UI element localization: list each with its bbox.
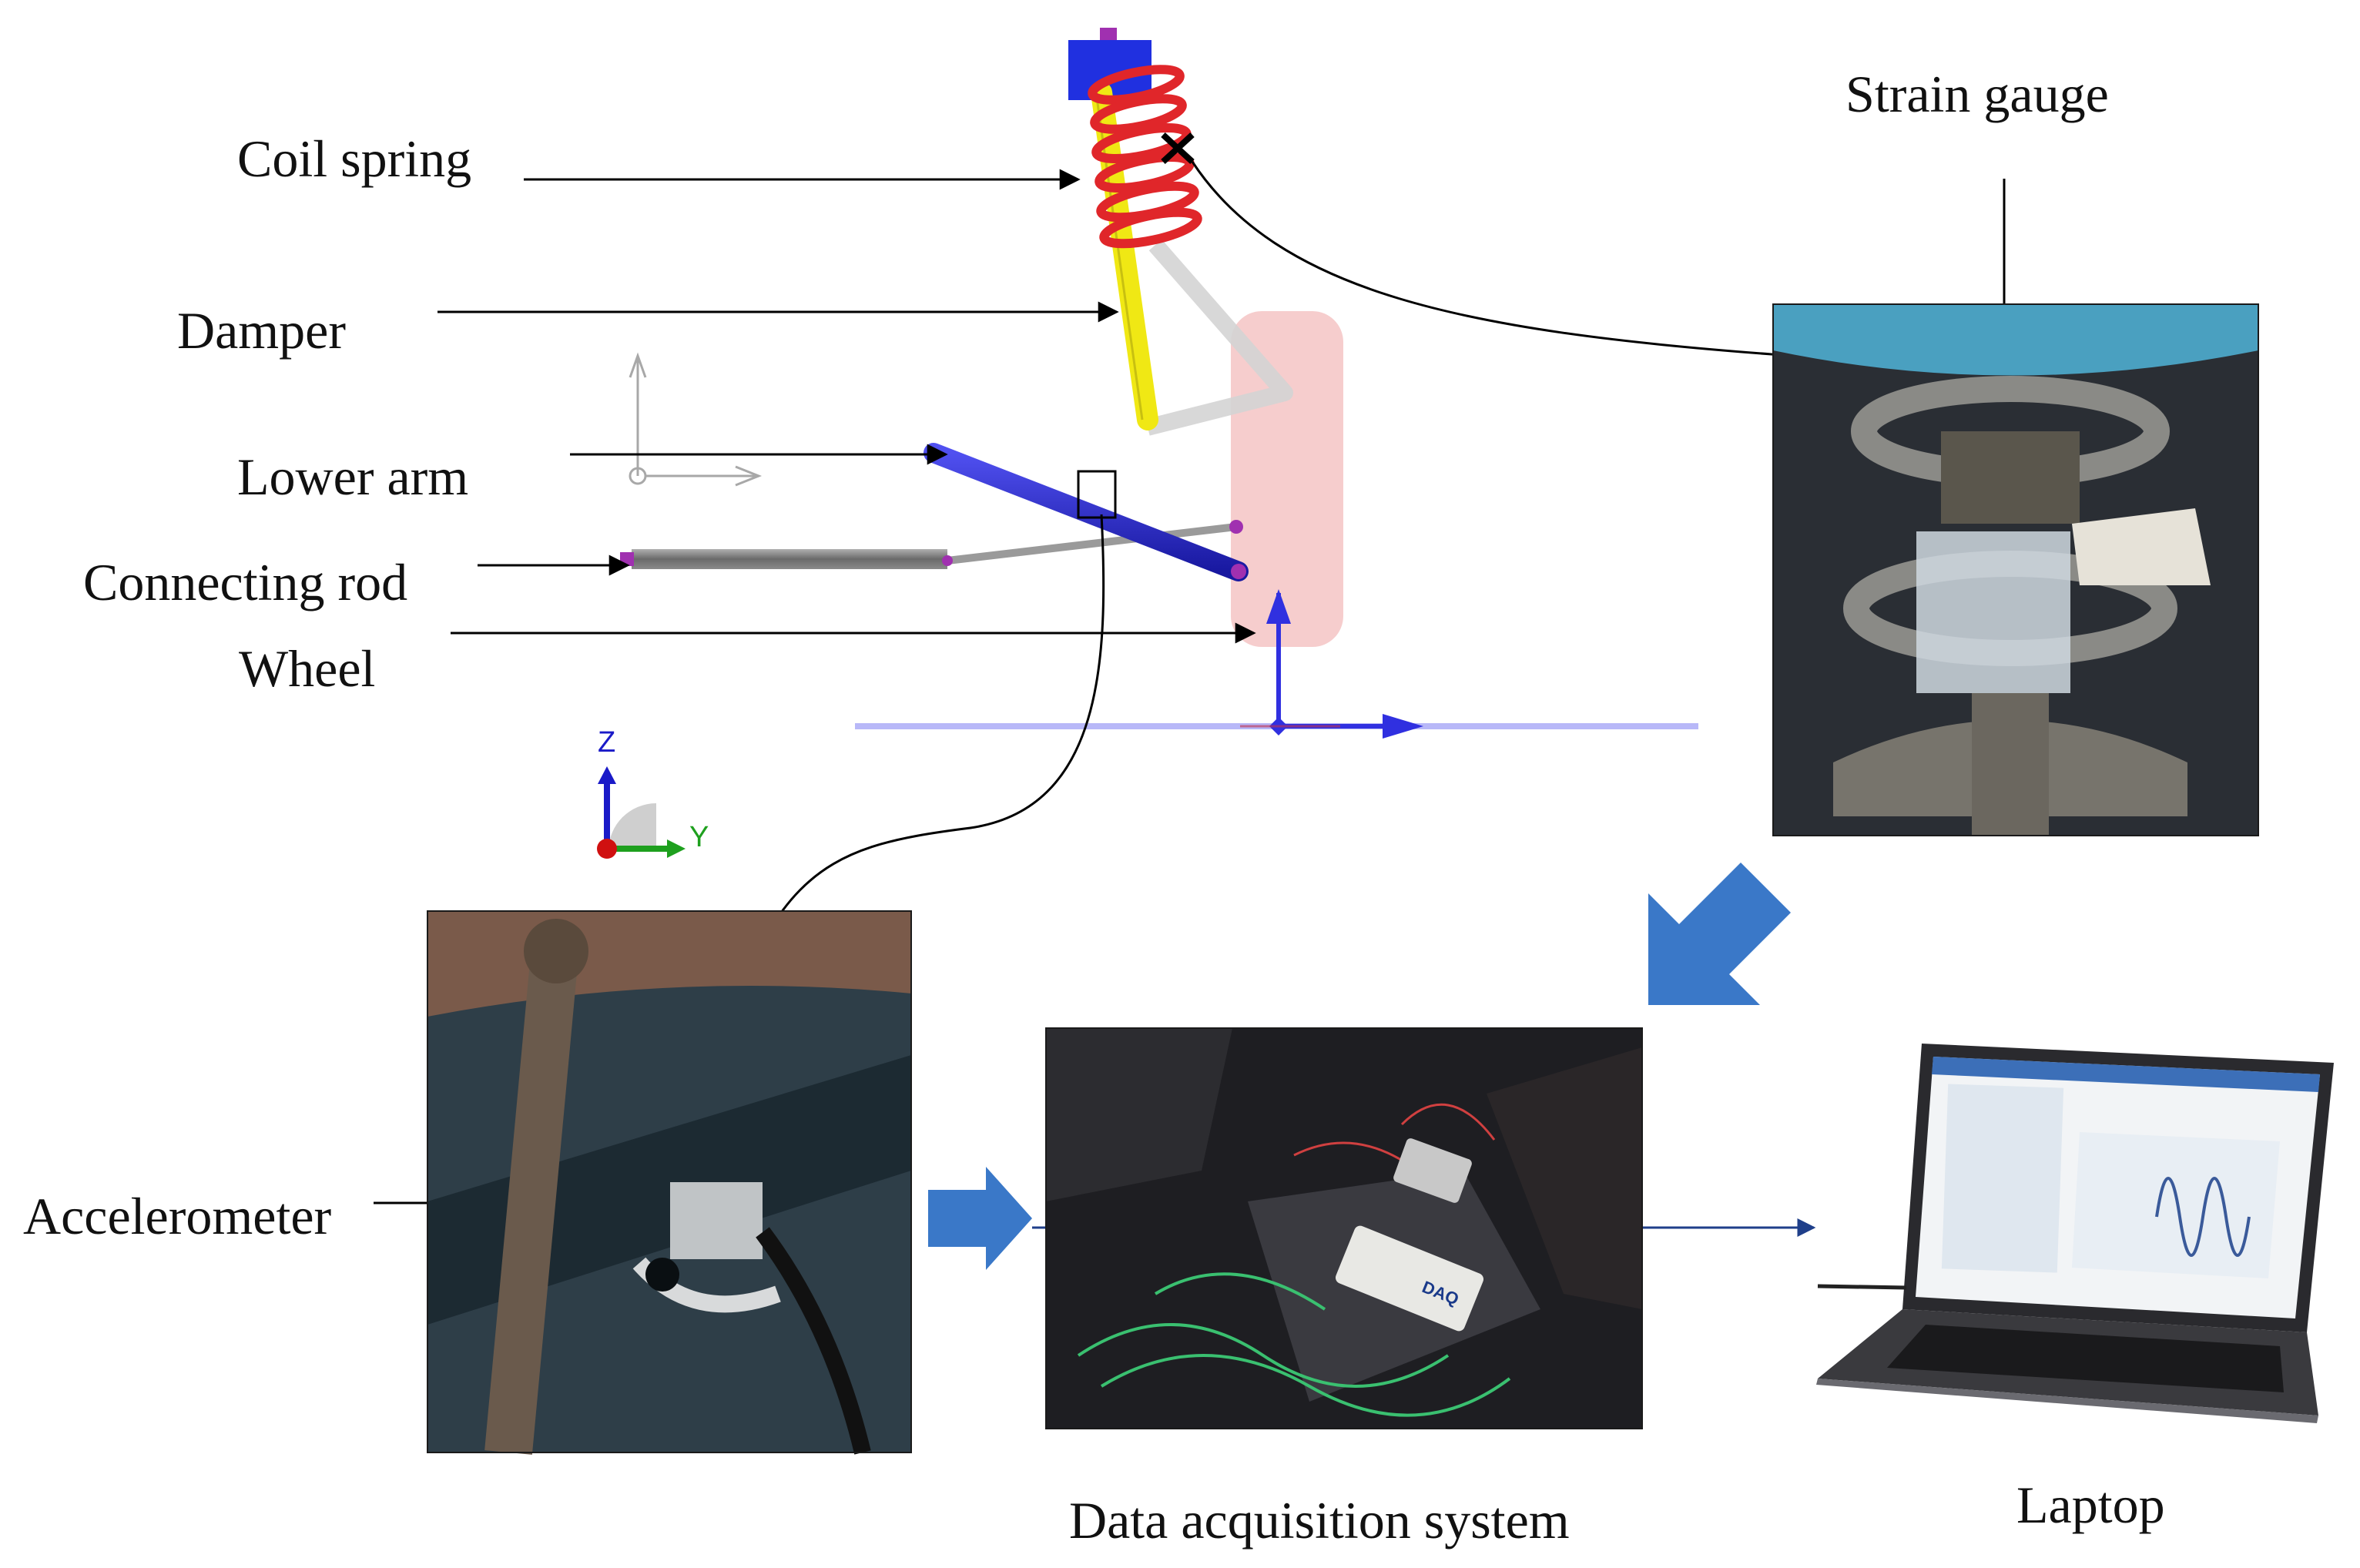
laptop-illustration — [1816, 1044, 2334, 1423]
origin-dot — [597, 839, 617, 859]
daq-device: DAQ — [1335, 1225, 1484, 1332]
connecting-rod-shape — [632, 549, 947, 569]
strain-gauge-photo — [1772, 303, 2259, 836]
data-acquisition-system-label: Data acquisition system — [1069, 1491, 1570, 1550]
upright-link — [1145, 239, 1293, 436]
coil-spring-shape — [1088, 65, 1202, 249]
coil-spring-label: Coil spring — [237, 129, 472, 188]
axis-triad — [597, 766, 686, 859]
y-axis-label: Y — [689, 821, 709, 853]
lower-arm-label: Lower arm — [237, 447, 469, 506]
strain-gauge-marker — [1161, 132, 1195, 164]
top-mount-pin — [1100, 28, 1117, 40]
accelerometer-photo — [427, 910, 912, 1455]
block-arrow-from-accelerometer — [928, 1167, 1032, 1270]
wheel-label: Wheel — [239, 639, 376, 698]
damper-label: Damper — [177, 301, 347, 360]
damper-rod — [1091, 82, 1158, 431]
laptop-label: Laptop — [2016, 1476, 2165, 1534]
connecting-rod-label: Connecting rod — [83, 553, 408, 611]
lower-arm-shape — [924, 443, 1249, 581]
z-axis-label: Z — [598, 726, 616, 759]
accelerometer-location-box — [1077, 470, 1117, 519]
accelerometer-label: Accelerometer — [23, 1187, 332, 1245]
strain-gauge-label: Strain gauge — [1845, 65, 2109, 123]
wheel-center-frame-icon — [1240, 589, 1423, 739]
daq-photo: DAQ — [1045, 1027, 1643, 1429]
block-arrow-to-daq — [1648, 863, 1791, 1005]
global-frame-icon — [629, 352, 763, 487]
suspension-model — [620, 28, 1698, 739]
